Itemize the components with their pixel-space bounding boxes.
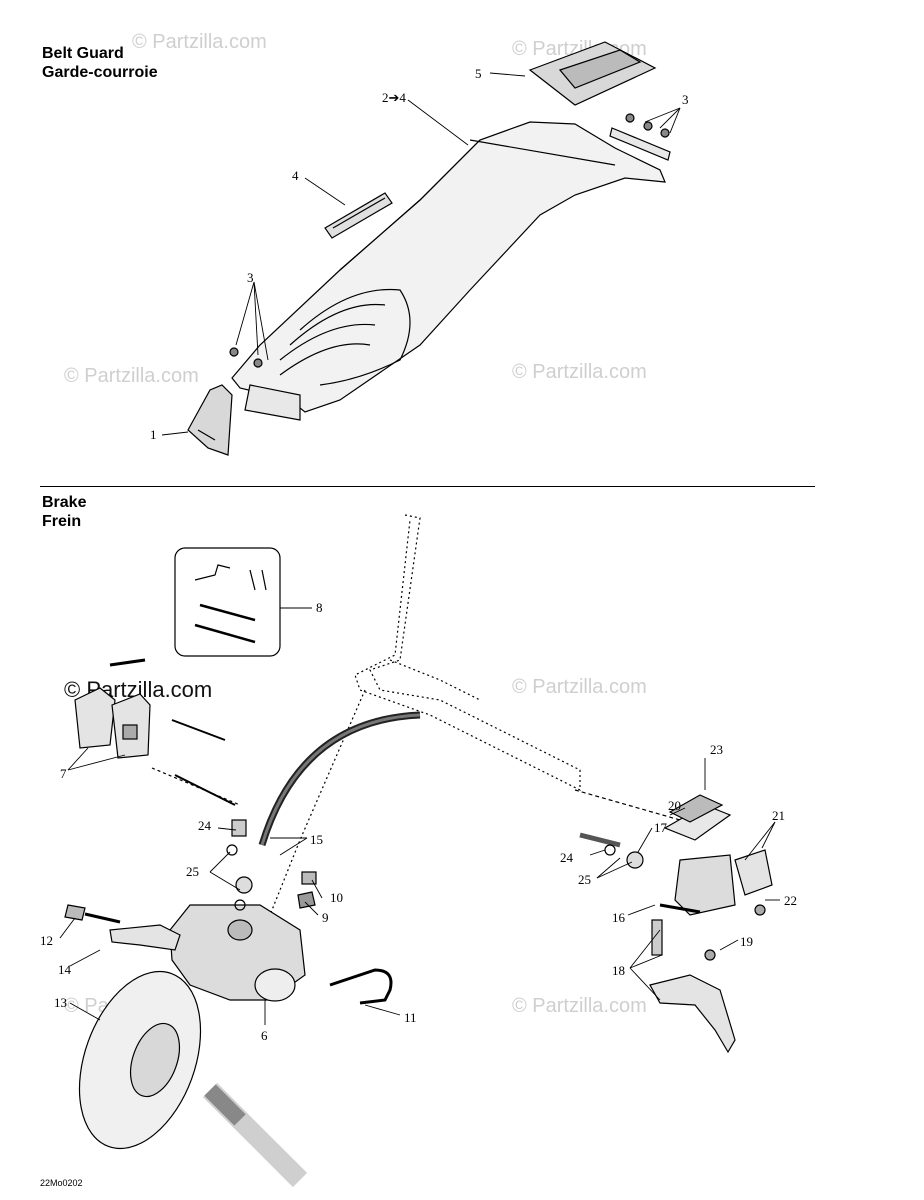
callout-5: 5	[475, 66, 482, 81]
watermark: © Partzilla.com	[512, 676, 647, 698]
callout-3: 3	[682, 92, 689, 107]
callout-22: 22	[784, 893, 797, 908]
callout-17: 17	[654, 820, 668, 835]
callout-10: 10	[330, 890, 343, 905]
lever-18	[649, 974, 736, 1054]
watermark: © Partzilla.com	[132, 31, 267, 53]
belt-guard-title: Belt Guard Garde-courroie	[42, 44, 158, 82]
brake-illustration	[64, 514, 773, 1188]
callout-11: 11	[404, 1010, 417, 1025]
bracket-3	[609, 127, 671, 161]
callout-6: 6	[261, 1028, 268, 1043]
callout-18: 18	[612, 963, 625, 978]
brake-leaders	[59, 607, 780, 1025]
brake-callouts: 6 7 8 9 10 11 12 13 14 15 16 17 18 19 20…	[40, 600, 797, 1043]
callout-12: 12	[40, 933, 53, 948]
reservoir-cap-23	[668, 794, 724, 823]
callout-24: 24	[198, 818, 212, 833]
callout-24: 24	[560, 850, 574, 865]
callout-4: 4	[292, 168, 299, 183]
callout-3: 3	[247, 270, 254, 285]
callout-23: 23	[710, 742, 723, 757]
watermark: © Partzilla.com	[512, 361, 647, 383]
belt-guard-callouts: 1 2➔4 3 3 4 5	[150, 66, 689, 442]
callout-25: 25	[186, 864, 199, 879]
belt-guard-leaders	[161, 72, 681, 436]
section-divider	[40, 486, 815, 487]
kit-box-8	[174, 547, 281, 657]
belt-guard-title-en: Belt Guard	[42, 45, 124, 62]
callout-14: 14	[58, 962, 72, 977]
callout-7: 7	[60, 766, 67, 781]
callout-21: 21	[772, 808, 785, 823]
brake-title: Brake Frein	[42, 493, 86, 531]
brake-title-fr: Frein	[42, 513, 82, 530]
clamp-21	[734, 849, 773, 896]
bracket-14	[109, 924, 181, 951]
brake-pads-7	[74, 687, 116, 749]
master-cylinder	[674, 854, 736, 916]
callout-8: 8	[316, 600, 323, 615]
handlebar-outline	[354, 514, 581, 791]
callout-2-4: 2➔4	[382, 90, 406, 105]
callout-16: 16	[612, 910, 626, 925]
callout-25: 25	[578, 872, 591, 887]
belt-guard-title-fr: Garde-courroie	[42, 64, 158, 81]
callout-9: 9	[322, 910, 329, 925]
diagram-code: 22Mo0202	[40, 1178, 83, 1188]
callout-1: 1	[150, 427, 157, 442]
callout-15: 15	[310, 832, 323, 847]
watermark: © Partzilla.com	[64, 365, 199, 387]
clip-1	[187, 384, 233, 456]
watermark: © Partzilla.com	[512, 995, 647, 1017]
brake-line-11	[329, 968, 393, 1005]
brake-title-en: Brake	[42, 494, 87, 511]
callout-19: 19	[740, 934, 753, 949]
callout-20: 20	[668, 798, 681, 813]
callout-13: 13	[54, 995, 67, 1010]
belt-guard-illustration	[187, 41, 671, 456]
